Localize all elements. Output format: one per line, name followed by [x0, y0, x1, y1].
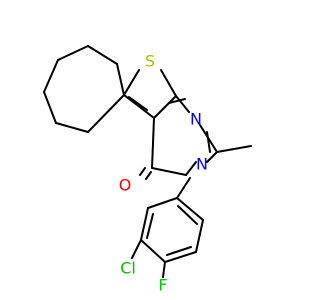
pyrimidinone-ring — [151, 95, 218, 176]
bond — [185, 161, 197, 176]
thiophene-ring — [123, 69, 177, 119]
bond — [166, 246, 192, 256]
bond — [177, 205, 198, 225]
chloro-bond — [131, 239, 142, 259]
bond — [146, 213, 154, 239]
bond — [43, 59, 59, 93]
bond — [160, 69, 177, 97]
bond — [128, 96, 148, 111]
n-aryl-bond — [176, 177, 191, 199]
bond — [43, 91, 57, 124]
bond — [151, 117, 155, 169]
bond — [116, 63, 125, 96]
bond — [175, 95, 190, 113]
bond — [206, 151, 218, 163]
bond — [57, 45, 89, 61]
nitrogen-atom-label-aryl: N — [196, 155, 208, 174]
cycloheptane-ring — [43, 45, 125, 133]
bond — [153, 95, 177, 119]
sulfur-atom-label: S — [145, 52, 155, 71]
bond — [206, 131, 211, 153]
bond — [87, 94, 125, 133]
carbonyl-group — [139, 167, 152, 180]
oxygen-atom-label: O — [119, 176, 132, 195]
bond — [140, 239, 166, 263]
bond — [87, 45, 118, 65]
bond — [123, 94, 155, 119]
chlorine-atom-label: Cl — [120, 259, 136, 278]
molecule-structure: S N N O Cl F — [43, 45, 252, 295]
bond — [139, 167, 146, 176]
bond — [140, 207, 149, 241]
bond — [168, 98, 186, 104]
fluorine-atom-label: F — [158, 276, 167, 295]
bond — [145, 171, 152, 180]
phenyl-ring — [140, 197, 204, 263]
bond — [164, 251, 197, 263]
bond — [123, 69, 140, 96]
bond — [55, 122, 89, 133]
methyl-bond — [216, 145, 252, 153]
bond — [147, 197, 178, 209]
bond — [176, 197, 204, 221]
bond — [151, 167, 187, 176]
fluoro-bond — [162, 261, 166, 278]
nitrogen-atom-label-ring: N — [190, 110, 202, 129]
bond — [195, 219, 204, 253]
